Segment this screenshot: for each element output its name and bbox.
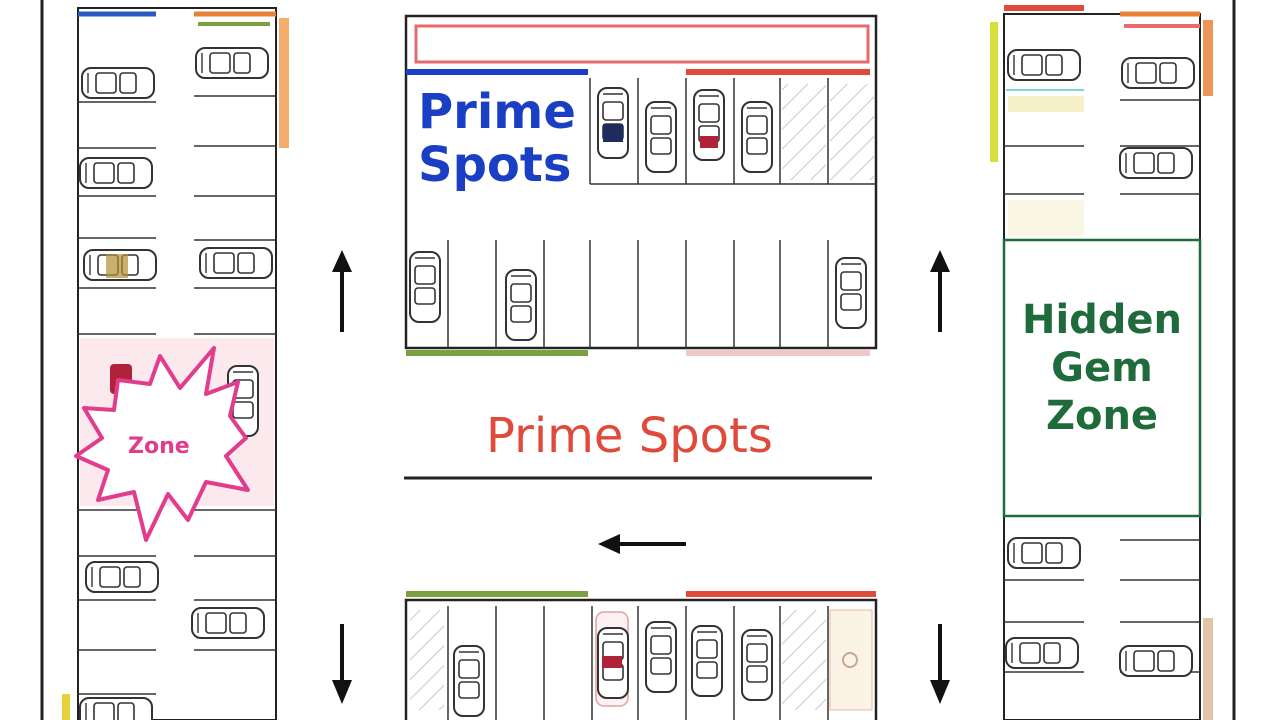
hidden-gem-zone-label: Hidden Gem Zone: [1021, 297, 1183, 439]
prime-spots-lot-label: Prime Spots: [418, 84, 576, 193]
right-parking-column: [990, 5, 1213, 720]
top-center-lot: [404, 14, 878, 356]
left-parking-column: [62, 7, 289, 720]
zone-burst-shape: [74, 346, 250, 542]
direction-arrows: [332, 250, 950, 704]
bottom-center-lot: [404, 591, 878, 720]
zone-burst-label: Zone: [128, 434, 190, 459]
prime-spots-center-label: Prime Spots: [486, 408, 773, 464]
